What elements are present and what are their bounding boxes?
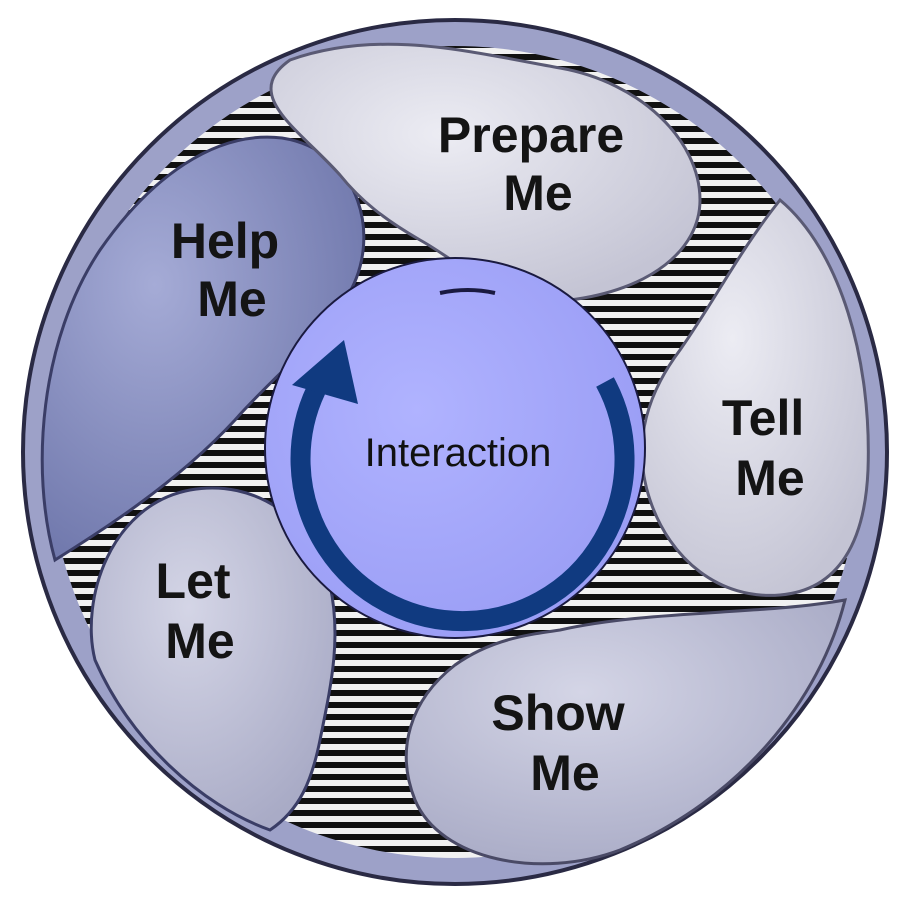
center-label: Interaction <box>365 431 552 475</box>
